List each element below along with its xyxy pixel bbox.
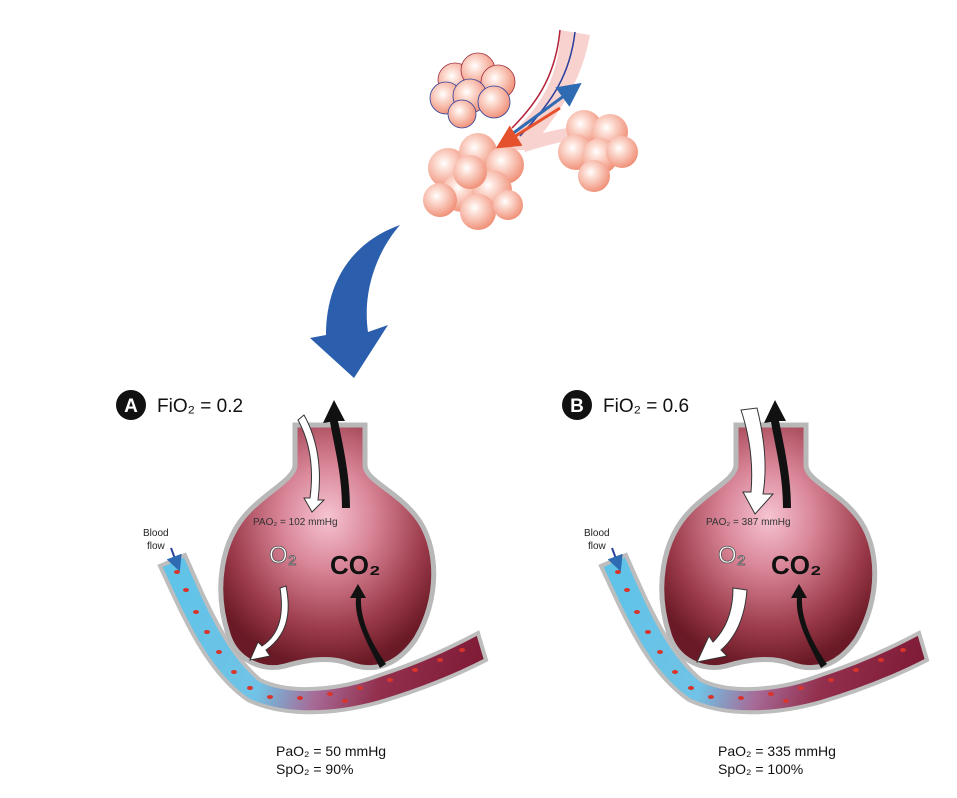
panel-b-co2-outflow-arrow-icon [764, 400, 791, 508]
panel-a-o2-label: O₂ [269, 542, 297, 569]
panel-b-o2-diffusion-arrow-icon [696, 587, 748, 663]
panel-b-badge-letter: B [570, 396, 584, 417]
panel-b-co2-label: CO₂ [771, 550, 822, 580]
panel-b-blood-flow-line1: Blood [584, 528, 610, 539]
panel-b-capillary [598, 552, 930, 715]
panel-a-alveolus [218, 422, 437, 671]
panel-b-pao2-blood: PaO₂ = 335 mmHg [718, 743, 836, 759]
panel-a-o2-diffusion-arrow-icon [249, 585, 289, 661]
panel-b-o2-inflow-arrow-icon [740, 407, 775, 515]
alveolar-cluster-illustration [423, 29, 638, 230]
panel-b-blood-flow-arrow-icon [607, 547, 623, 572]
panel-b-blood-flow-line2: flow [588, 541, 607, 552]
panel-a-badge [116, 390, 146, 420]
lower-cluster [423, 133, 524, 230]
right-cluster [558, 110, 638, 192]
panel-b-red-blood-cells [615, 570, 906, 703]
panel-a-blood-flow-line2: flow [147, 541, 166, 552]
panel-a-co2-outflow-arrow-icon [323, 400, 350, 508]
panel-a-co2-label: CO₂ [330, 550, 381, 580]
panel-a-capillary [157, 552, 489, 715]
panel-a-blood-flow-line1: Blood [143, 528, 169, 539]
exhale-arrow [495, 106, 561, 149]
panel-a-spo2: SpO₂ = 90% [276, 761, 353, 777]
panel-a-co2-diffusion-arrow-icon [350, 584, 386, 668]
panel-a: A FiO₂ = 0.2 Blood flow PAO₂ = 102 mmHg … [116, 390, 489, 777]
panel-a-badge-letter: A [124, 396, 138, 417]
panel-b-o2-label: O₂ [718, 542, 746, 569]
panel-b-fio2: FiO₂ = 0.6 [603, 396, 689, 417]
panel-a-o2-inflow-arrow-icon [297, 414, 326, 513]
panel-b-pao2: PAO₂ = 387 mmHg [706, 517, 791, 528]
panel-b-badge [562, 390, 592, 420]
panel-a-pao2: PAO₂ = 102 mmHg [253, 517, 338, 528]
panel-a-fio2: FiO₂ = 0.2 [157, 396, 243, 417]
panel-a-pao2-blood: PaO₂ = 50 mmHg [276, 743, 386, 759]
panel-b: B FiO₂ = 0.6 Bl [562, 390, 930, 777]
panel-b-alveolus [659, 422, 878, 671]
panel-b-co2-diffusion-arrow-icon [791, 584, 827, 668]
panel-a-blood-flow-arrow-icon [166, 547, 182, 572]
panel-a-red-blood-cells [174, 570, 465, 703]
upper-cluster [429, 52, 516, 129]
zoom-arrow-icon [310, 225, 400, 378]
panel-b-spo2: SpO₂ = 100% [718, 761, 803, 777]
